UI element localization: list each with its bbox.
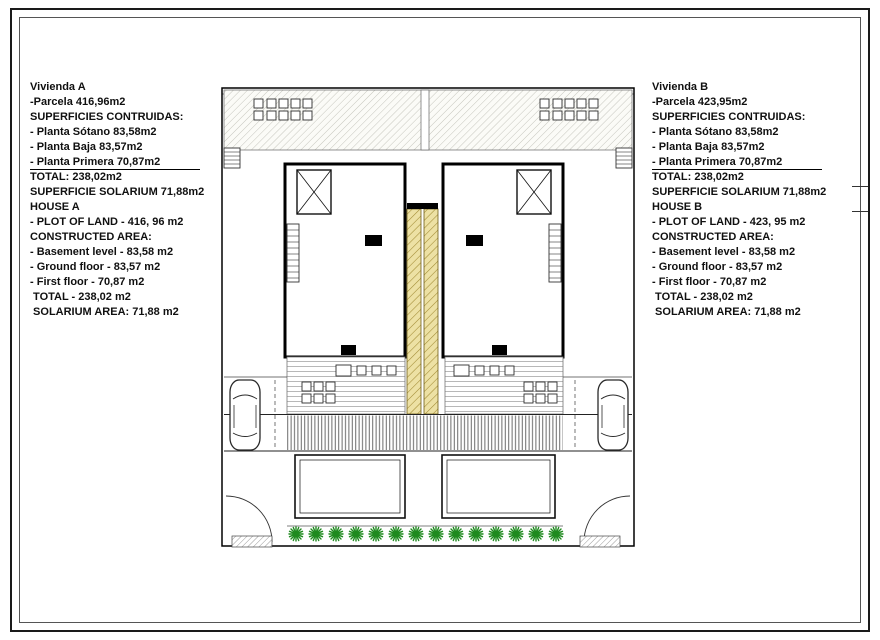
panel-a-solarium-en: SOLARIUM AREA: 71,88 m2 bbox=[30, 306, 179, 318]
panel-b-title: Vivienda B bbox=[652, 81, 709, 93]
pool-a bbox=[294, 454, 406, 519]
panel-a-planta-primera: - Planta Primera 70,87m2 bbox=[30, 155, 230, 170]
panel-a-first-floor: - First floor - 70,87 m2 bbox=[30, 276, 145, 288]
panel-b-constructed-heading: CONSTRUCTED AREA: bbox=[652, 231, 774, 243]
pool-b bbox=[441, 454, 556, 519]
side-stair-right-icon bbox=[615, 147, 633, 169]
panel-b-ground-floor: - Ground floor - 83,57 m2 bbox=[652, 261, 783, 273]
site-plan bbox=[218, 84, 638, 554]
panel-a-total-en: TOTAL - 238,02 m2 bbox=[30, 291, 131, 303]
panel-b-plot-of-land: - PLOT OF LAND - 423, 95 m2 bbox=[652, 216, 806, 228]
sheet-inner-frame bbox=[19, 17, 861, 623]
panel-b-basement: - Basement level - 83,58 m2 bbox=[652, 246, 796, 258]
panel-b-planta-sotano: - Planta Sótano 83,58m2 bbox=[652, 126, 779, 138]
panel-b-solarium-en: SOLARIUM AREA: 71,88 m2 bbox=[652, 306, 801, 318]
house-a-outline bbox=[283, 162, 407, 359]
panel-b-planta-primera: - Planta Primera 70,87m2 bbox=[652, 155, 852, 170]
panel-b-total-en: TOTAL - 238,02 m2 bbox=[652, 291, 753, 303]
panel-a-basement: - Basement level - 83,58 m2 bbox=[30, 246, 174, 258]
driveway bbox=[224, 414, 632, 452]
panel-a-planta-sotano: - Planta Sótano 83,58m2 bbox=[30, 126, 157, 138]
panel-a-plot-of-land: - PLOT OF LAND - 416, 96 m2 bbox=[30, 216, 184, 228]
panel-a-total: TOTAL: 238,02m2 bbox=[30, 171, 122, 183]
house-a-label-box-1 bbox=[365, 235, 382, 246]
panel-b-total: TOTAL: 238,02m2 bbox=[652, 171, 744, 183]
panel-a-ground-floor: - Ground floor - 83,57 m2 bbox=[30, 261, 161, 273]
car-a-icon bbox=[229, 379, 261, 451]
house-b-label-box-2 bbox=[492, 345, 507, 355]
panel-a-title: Vivienda A bbox=[30, 81, 86, 93]
sheet-outer-frame bbox=[10, 8, 870, 632]
panel-b-solarium: SUPERFICIE SOLARIUM 71,88m2 bbox=[652, 186, 827, 198]
entry-steps-left bbox=[231, 535, 273, 548]
panel-b-parcela: -Parcela 423,95m2 bbox=[652, 96, 748, 108]
panel-a-parcela: -Parcela 416,96m2 bbox=[30, 96, 126, 108]
house-a-label-box-2 bbox=[341, 345, 356, 355]
frame-tick bbox=[852, 211, 868, 212]
site-plan-drawing bbox=[221, 87, 635, 548]
panel-b-planta-baja: - Planta Baja 83,57m2 bbox=[652, 141, 765, 153]
deck-b-furniture-icons bbox=[454, 365, 514, 376]
house-b-outline bbox=[441, 162, 565, 359]
panel-a-house-heading: HOUSE A bbox=[30, 201, 80, 213]
house-b-label-box-1 bbox=[466, 235, 483, 246]
house-b-stairs-icon bbox=[548, 223, 562, 283]
frame-tick bbox=[852, 186, 868, 187]
panel-b-superficies-heading: SUPERFICIES CONTRUIDAS: bbox=[652, 111, 806, 123]
house-a-stairs-icon bbox=[286, 223, 300, 283]
panel-b-house-heading: HOUSE B bbox=[652, 201, 703, 213]
spec-panel-a: Vivienda A -Parcela 416,96m2 SUPERFICIES… bbox=[30, 80, 230, 320]
panel-a-planta-baja: - Planta Baja 83,57m2 bbox=[30, 141, 143, 153]
car-b-icon bbox=[597, 379, 629, 451]
panel-a-constructed-heading: CONSTRUCTED AREA: bbox=[30, 231, 152, 243]
gate-arc-right bbox=[583, 495, 631, 543]
stair-void-b bbox=[516, 169, 552, 215]
gate-arc-left bbox=[225, 495, 273, 543]
deck-a-furniture-icons bbox=[336, 365, 396, 376]
terrace-divider-wall bbox=[420, 89, 430, 151]
spec-panel-b: Vivienda B -Parcela 423,95m2 SUPERFICIES… bbox=[652, 80, 852, 320]
panel-a-solarium: SUPERFICIE SOLARIUM 71,88m2 bbox=[30, 186, 205, 198]
side-stair-left-icon bbox=[223, 147, 241, 169]
panel-a-superficies-heading: SUPERFICIES CONTRUIDAS: bbox=[30, 111, 184, 123]
stair-void-a bbox=[296, 169, 332, 215]
entry-steps-right bbox=[579, 535, 621, 548]
panel-b-first-floor: - First floor - 70,87 m2 bbox=[652, 276, 767, 288]
